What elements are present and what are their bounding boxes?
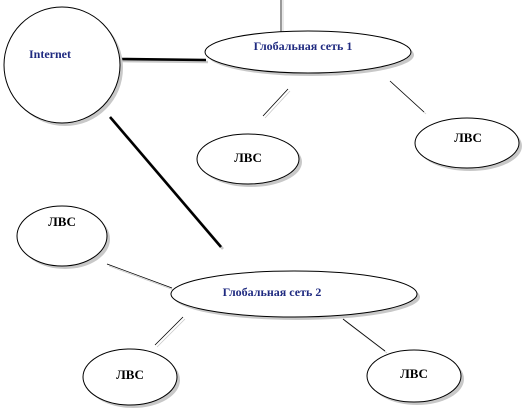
lan5-label: ЛВС — [400, 366, 428, 381]
edge-global2-lan3 — [106, 263, 175, 291]
node-internet: Internet — [3, 6, 123, 126]
node-lan1: ЛВС — [196, 133, 302, 187]
lan1-label: ЛВС — [234, 150, 262, 165]
edge-global1-lan2 — [389, 80, 427, 115]
node-lan4: ЛВС — [82, 348, 180, 408]
node-lan3: ЛВС — [16, 205, 110, 269]
node-lan5: ЛВС — [366, 349, 464, 405]
edge-global2-lan5 — [342, 318, 388, 354]
edge-internet-global1 — [119, 57, 209, 64]
node-global1: Глобальная сеть 1 — [204, 30, 414, 76]
lan3-label: ЛВС — [48, 214, 76, 229]
edge-global2-lan4 — [154, 316, 186, 348]
node-lan2: ЛВС — [414, 117, 522, 171]
node-global2: Глобальная сеть 2 — [170, 270, 420, 320]
edge-internet-global2 — [109, 116, 224, 250]
global1-label: Глобальная сеть 1 — [254, 39, 353, 53]
internet-label: Internet — [29, 47, 71, 61]
lan2-label: ЛВС — [454, 130, 482, 145]
lan4-label: ЛВС — [116, 367, 144, 382]
global2-label: Глобальная сеть 2 — [223, 285, 322, 299]
edge-global1-lan1 — [262, 88, 291, 119]
